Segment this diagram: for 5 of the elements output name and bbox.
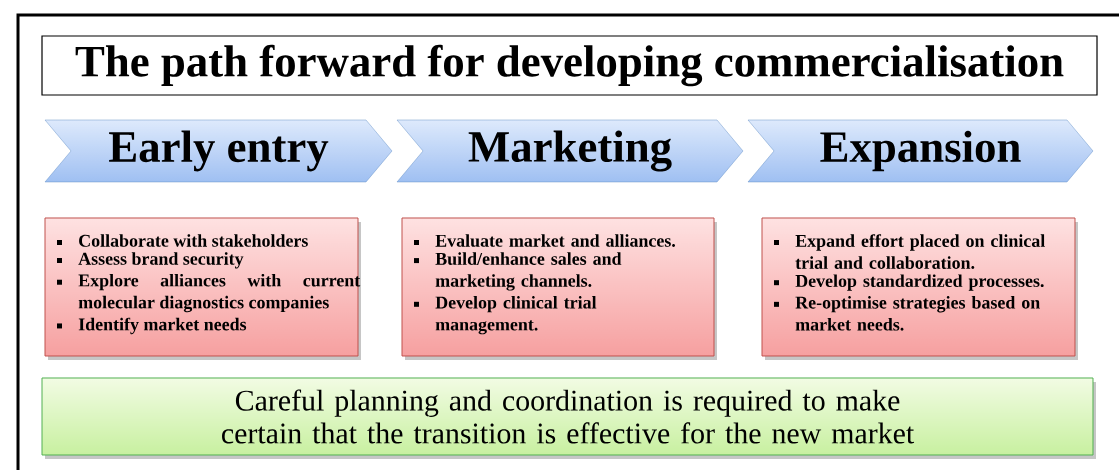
step-banner: Marketing (396, 119, 744, 183)
step-banner: Early entry (44, 119, 393, 183)
note-box: Careful planning and coordination is required to make certain that the transition is effective for the new market (41, 377, 1096, 459)
title-box: The path forward for developing commercialisation (41, 35, 1098, 96)
step-banner: Expansion (747, 119, 1094, 183)
